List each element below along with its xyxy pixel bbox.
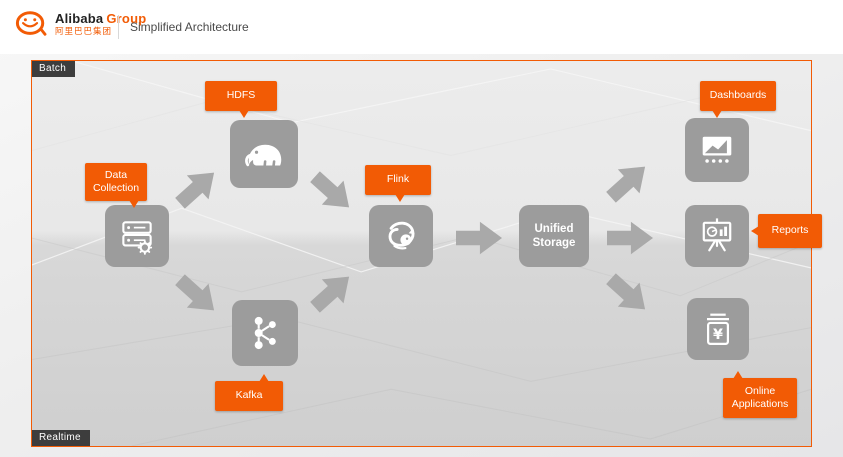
arrow-data-collection-to-hdfs — [168, 159, 226, 217]
svg-text:¥: ¥ — [713, 327, 723, 343]
brand-chinese-text: 阿里巴巴集团 — [55, 25, 113, 36]
dashboards-callout: Dashboards — [700, 81, 776, 118]
node-hdfs — [230, 120, 298, 188]
arrow-unified-storage-to-dashboards — [599, 153, 657, 211]
arrow-kafka-to-flink — [303, 263, 361, 321]
dashboard-screen-icon — [702, 136, 732, 163]
arrow-data-collection-to-kafka — [168, 266, 226, 324]
server-gear-icon — [122, 221, 153, 255]
unified-storage-label: Unified Storage — [532, 222, 576, 249]
online-applications-callout: Online Applications — [723, 371, 797, 418]
arrow-hdfs-to-flink — [303, 163, 361, 221]
node-flink — [369, 205, 433, 267]
arrow-unified-storage-to-reports — [607, 221, 653, 255]
hadoop-elephant-icon — [245, 144, 282, 167]
header-divider — [118, 15, 119, 39]
yen-document-icon: ¥ — [707, 313, 729, 345]
architecture-panel: Batch Realtime — [31, 60, 822, 447]
kafka-network-icon — [254, 316, 276, 350]
arrow-unified-storage-to-online-apps — [599, 265, 657, 323]
kafka-callout: Kafka — [215, 374, 283, 411]
node-reports — [685, 205, 749, 267]
node-unified-storage: Unified Storage — [519, 205, 589, 267]
data-collection-callout: Data Collection — [85, 163, 147, 208]
arrow-flink-to-unified-storage — [456, 221, 502, 255]
report-easel-icon — [702, 218, 732, 252]
batch-tag: Batch — [32, 61, 76, 77]
flink-squirrel-icon — [388, 221, 415, 250]
alibaba-smile-logo-icon — [15, 11, 47, 36]
flink-callout: Flink — [365, 165, 431, 202]
node-dashboards — [685, 118, 749, 182]
node-kafka — [232, 300, 298, 366]
brand-name-text: Alibaba — [55, 10, 104, 26]
node-online-applications: ¥ — [687, 298, 749, 360]
hdfs-callout: HDFS — [205, 81, 277, 118]
page-title: Simplified Architecture — [130, 20, 249, 34]
realtime-tag: Realtime — [32, 430, 90, 446]
reports-callout: Reports — [751, 214, 822, 248]
brand-suffix-text: Group — [106, 10, 147, 26]
node-data-collection — [105, 205, 169, 267]
